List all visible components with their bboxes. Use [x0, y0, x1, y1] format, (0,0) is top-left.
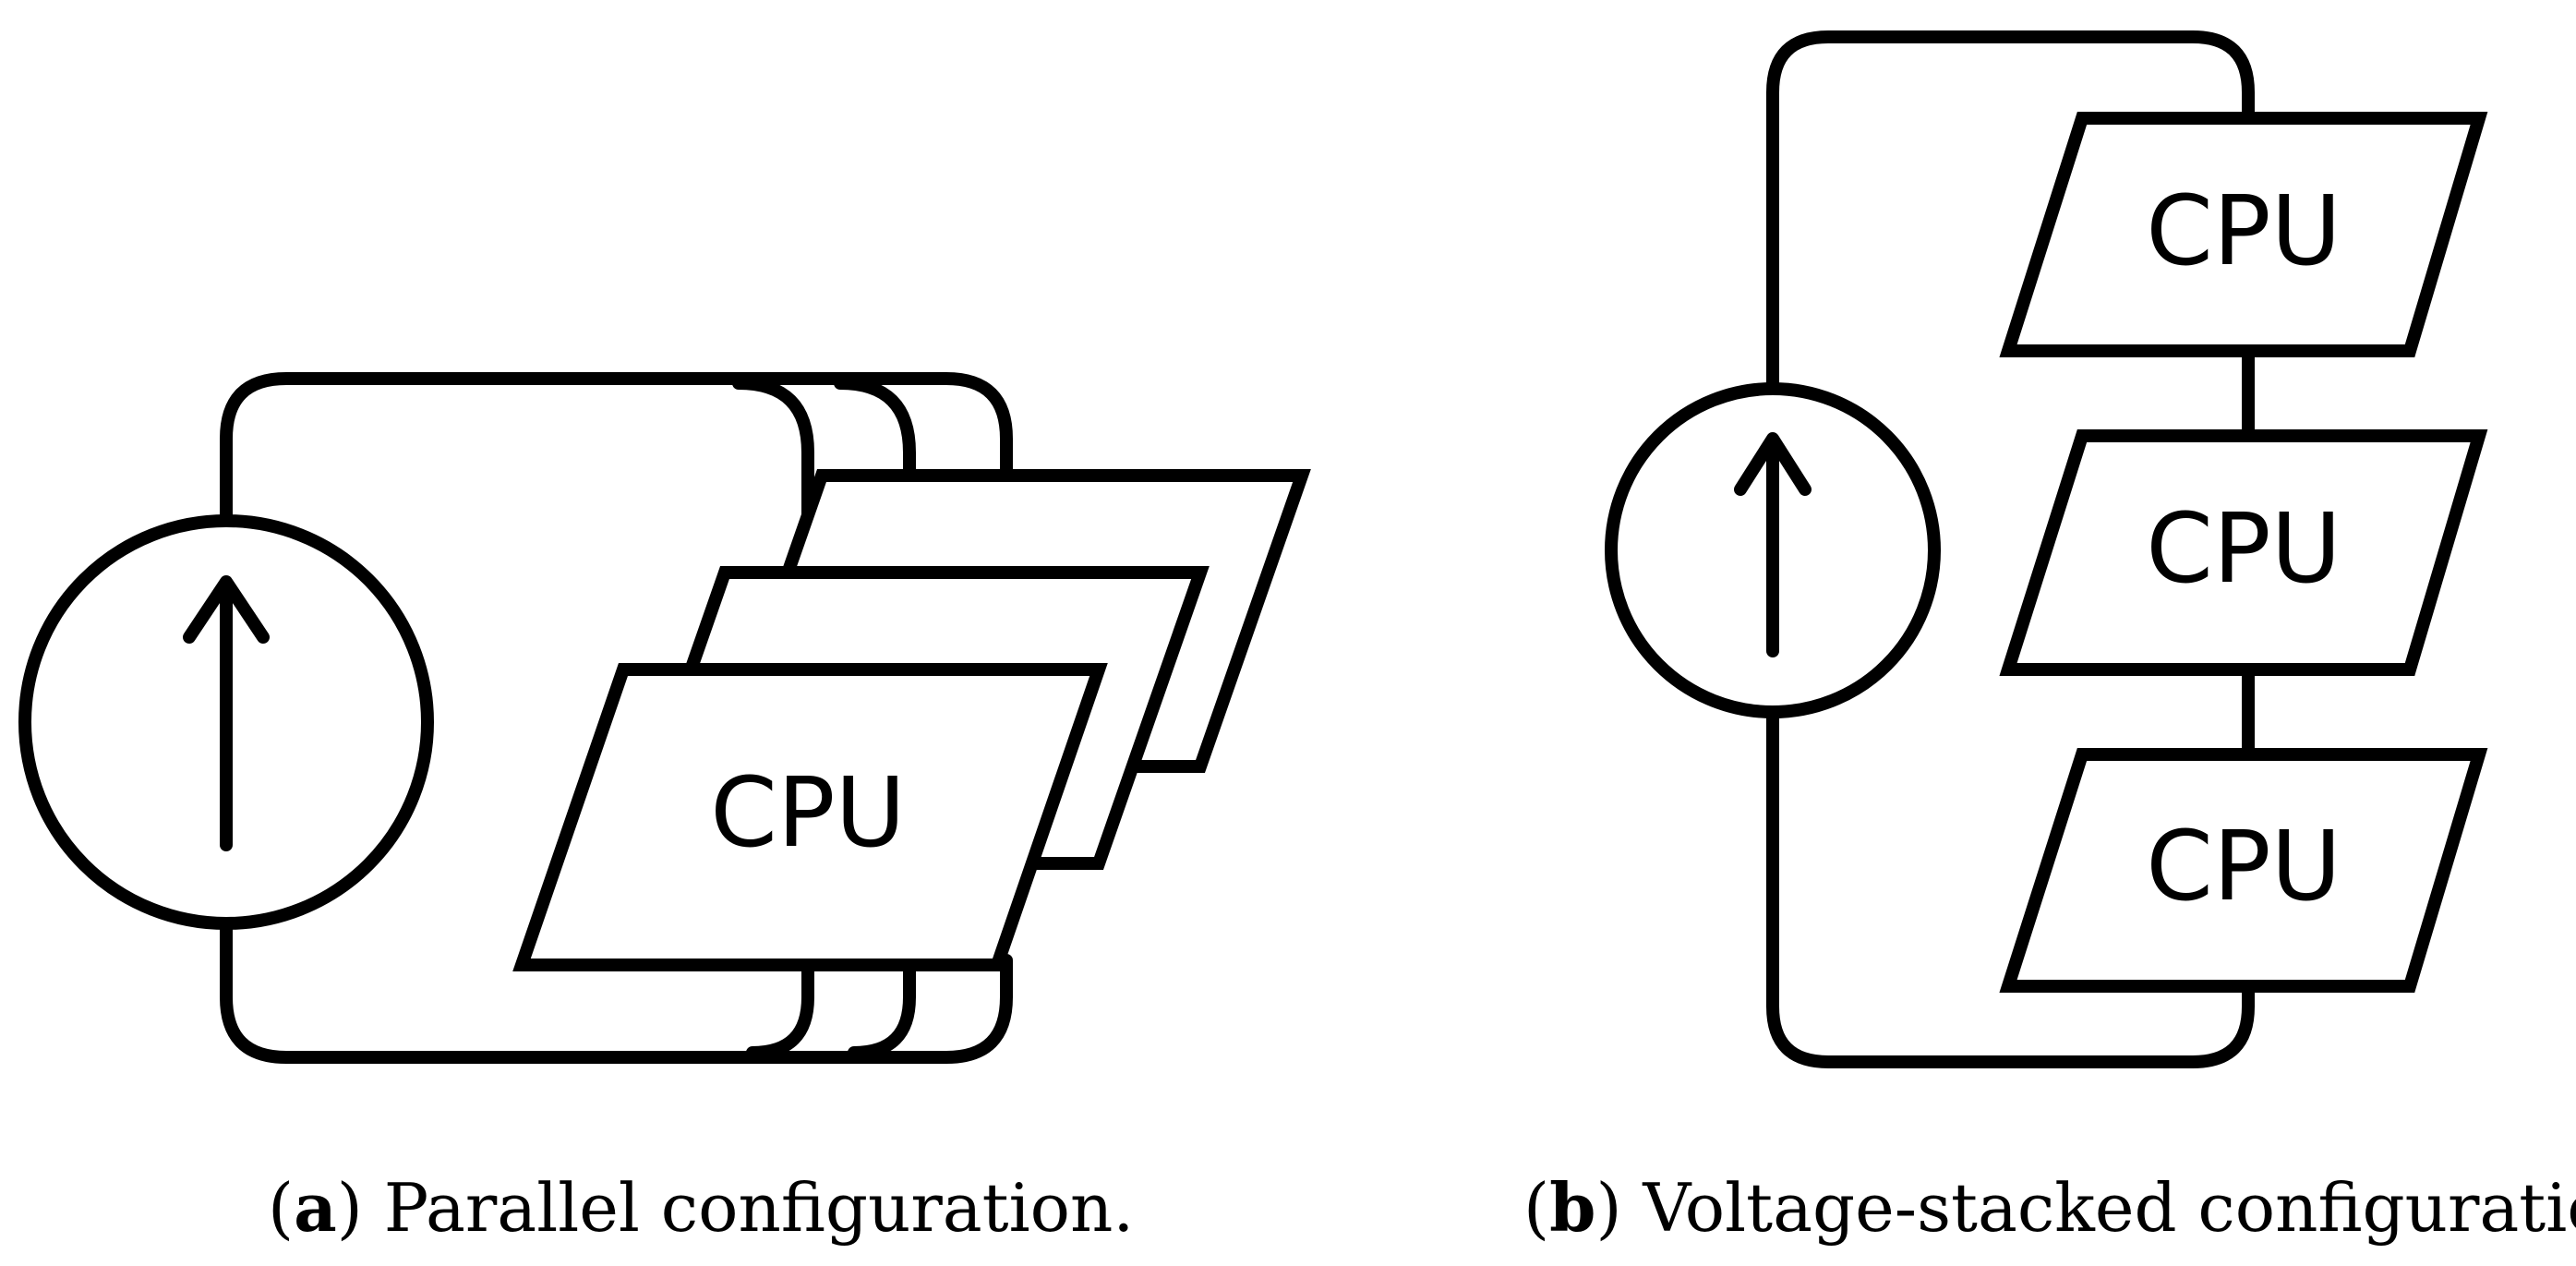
- panel-b-stacked: CPU CPU CPU: [1605, 30, 2488, 1068]
- caption-a-letter: a: [294, 1168, 337, 1247]
- cpu-label-mid: CPU: [2146, 492, 2341, 605]
- cpu-label-parallel: CPU: [710, 756, 905, 869]
- caption-a-text: Parallel configuration.: [383, 1169, 1135, 1247]
- current-arrowhead-a: [183, 575, 270, 644]
- parallel-loop-middle: [834, 377, 916, 1059]
- stacked-loop: [1766, 30, 2255, 1068]
- cpu-label-top: CPU: [2146, 175, 2341, 287]
- parallel-loop-back: [220, 372, 1013, 1064]
- panel-a-parallel: CPU: [18, 372, 1311, 1064]
- cpu-box-bottom: [1999, 748, 2488, 993]
- caption-b-letter: b: [1549, 1168, 1596, 1247]
- cpu-box-top: [1999, 112, 2488, 357]
- current-arrowhead-b: [1734, 432, 1812, 496]
- cpu-box-mid: [1999, 429, 2488, 676]
- cpu-box-front: [512, 663, 1108, 971]
- caption-a: (a) Parallel configuration.: [268, 1168, 1135, 1247]
- parallel-loop-front: [732, 377, 814, 1059]
- caption-b: (b) Voltage-stacked configuration.: [1523, 1168, 2576, 1247]
- cpu-label-bottom: CPU: [2146, 810, 2341, 922]
- caption-b-text: Voltage-stacked configuration.: [1643, 1169, 2576, 1247]
